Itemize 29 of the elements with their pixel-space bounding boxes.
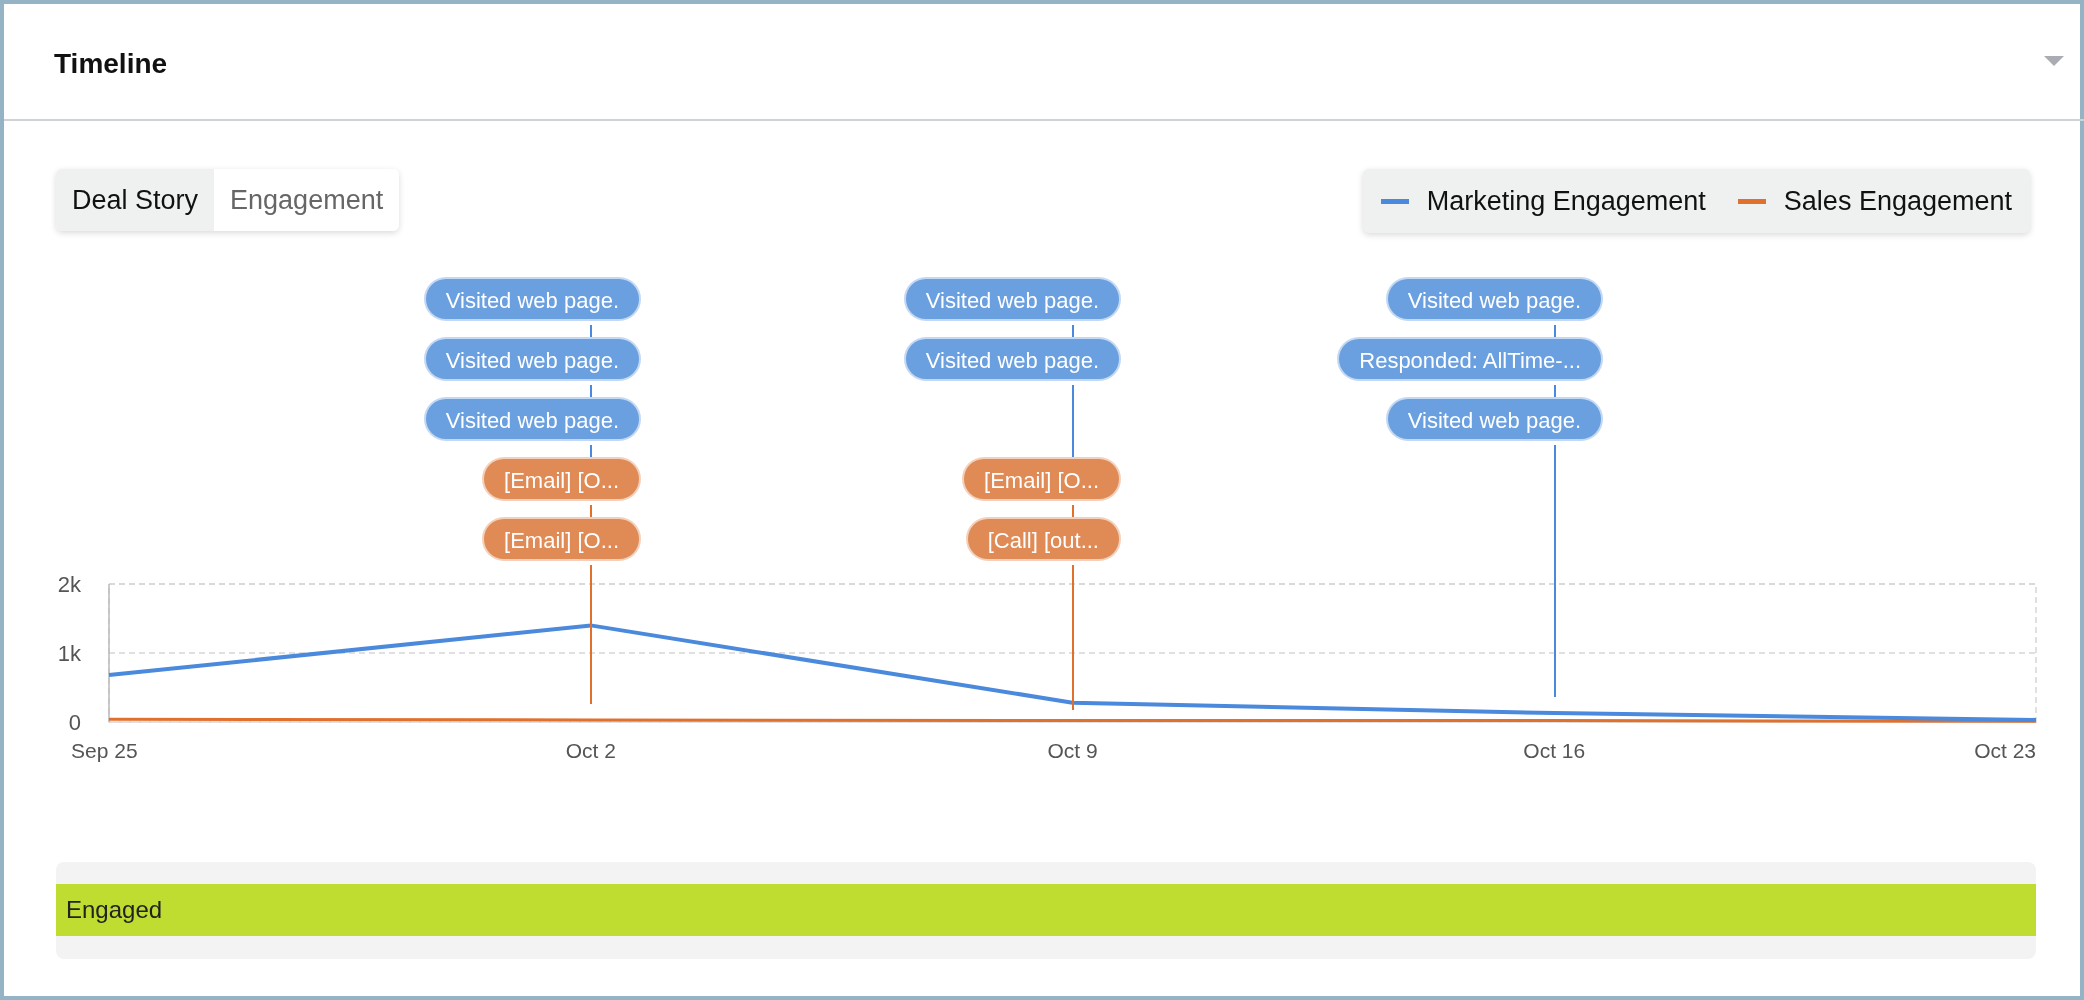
- x-tick-label: Oct 23: [1974, 739, 2036, 762]
- event-connector: [1554, 444, 1556, 698]
- event-pill: Visited web page.: [1385, 277, 1603, 321]
- event-connector: [590, 564, 592, 705]
- stage-band: Engaged: [56, 884, 2036, 936]
- event-pill: Responded: AllTime-...: [1337, 337, 1603, 381]
- legend-label: Marketing Engagement: [1426, 185, 1706, 217]
- y-tick-label: 0: [68, 710, 81, 735]
- event-pill: [Call] [out...: [965, 517, 1121, 561]
- event-pill: [Email] [O...: [482, 517, 641, 561]
- event-pill: Visited web page.: [1385, 397, 1603, 441]
- x-tick-label: Oct 9: [1047, 739, 1098, 762]
- x-tick-label: Oct 2: [565, 739, 616, 762]
- x-tick-label: Oct 16: [1523, 739, 1586, 762]
- y-tick-label: 2k: [57, 572, 81, 597]
- event-pill: Visited web page.: [903, 277, 1121, 321]
- x-tick-label: Sep 25: [71, 739, 138, 762]
- event-pill: Visited web page.: [423, 277, 641, 321]
- y-tick-label: 1k: [57, 641, 81, 666]
- event-pill: [Email] [O...: [482, 457, 641, 501]
- event-connector: [1072, 564, 1074, 711]
- event-pill: [Email] [O...: [962, 457, 1121, 501]
- event-pill: Visited web page.: [423, 337, 641, 381]
- event-pill: Visited web page.: [423, 397, 641, 441]
- tab-active: Deal Story: [56, 169, 215, 231]
- event-pill: Visited web page.: [903, 337, 1121, 381]
- tab: Engagement: [214, 169, 400, 231]
- panel-title: Timeline: [54, 48, 168, 80]
- legend-label: Sales Engagement: [1783, 185, 2012, 217]
